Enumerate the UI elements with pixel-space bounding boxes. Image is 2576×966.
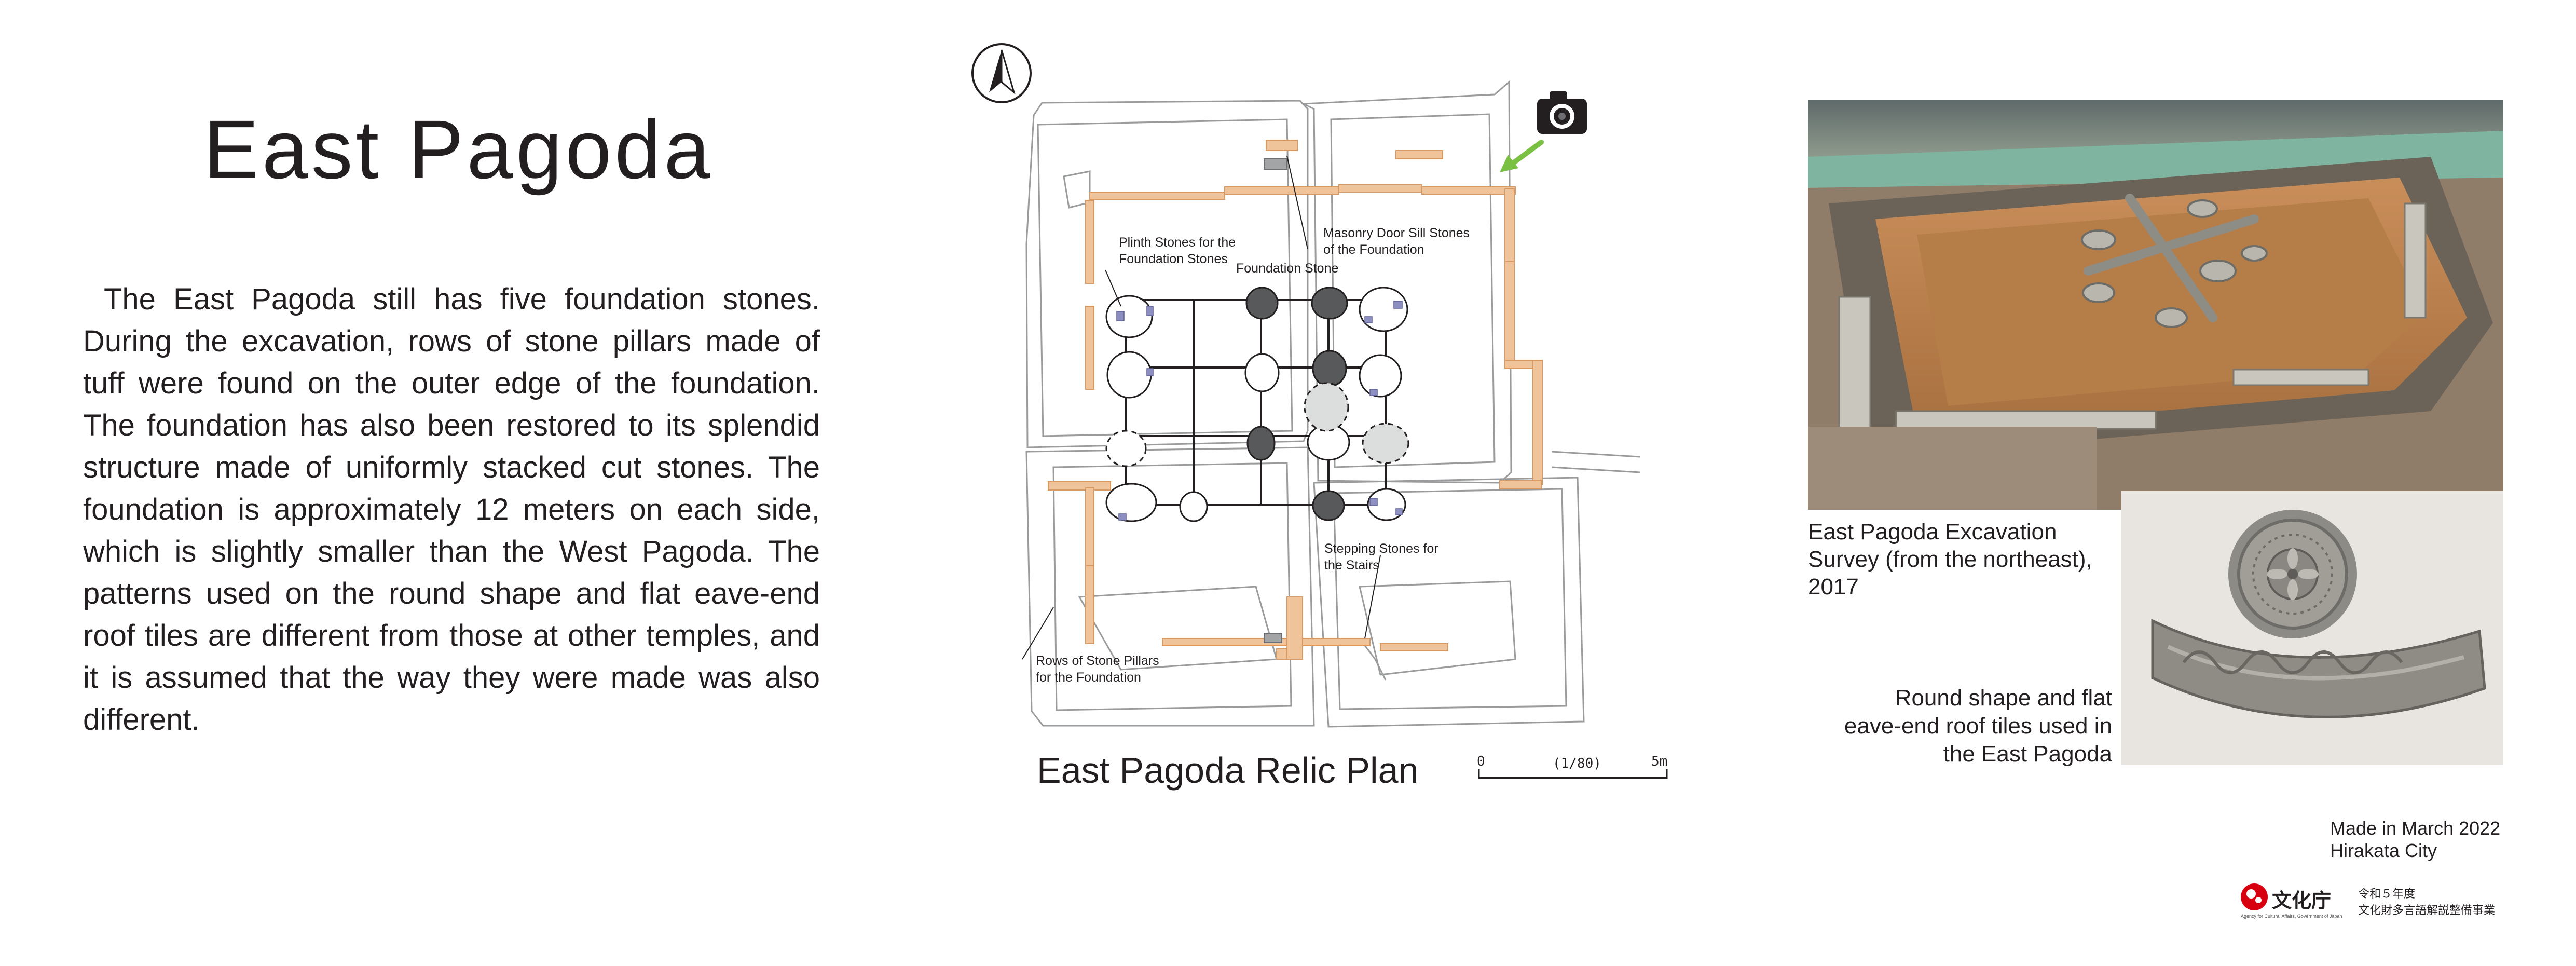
- roof-tiles-caption-line-2: eave-end roof tiles used in: [1844, 713, 2112, 739]
- page-title: East Pagoda: [203, 103, 714, 196]
- scale-bar: 0 (1/80) 5m: [1477, 754, 1674, 785]
- label-plinth-stones: Plinth Stones for the: [1119, 235, 1236, 250]
- scale-end: 5m: [1651, 754, 1668, 769]
- roof-tiles-photo: [2121, 491, 2503, 765]
- label-plinth-stones-2: Foundation Stones: [1119, 252, 1228, 266]
- scale-start: 0: [1477, 754, 1485, 769]
- plan-caption: East Pagoda Relic Plan: [1037, 750, 1419, 791]
- label-stepping-stones-2: the Stairs: [1324, 558, 1379, 573]
- roof-tiles-caption-line-1: Round shape and flat: [1895, 685, 2112, 711]
- excavation-caption-line-1: East Pagoda Excavation: [1808, 519, 2057, 545]
- credit: Made in March 2022 Hirakata City: [2330, 817, 2500, 862]
- camera-icon: [1537, 91, 1587, 134]
- agency-logo-subtitle: Agency for Cultural Affairs, Government …: [2241, 914, 2342, 919]
- view-direction-arrow-icon: [1500, 140, 1544, 172]
- label-stone-pillar-rows-2: for the Foundation: [1036, 670, 1141, 685]
- scale-ratio: (1/80): [1553, 756, 1601, 771]
- label-stone-pillar-rows: Rows of Stone Pillars: [1036, 654, 1159, 668]
- label-stepping-stones: Stepping Stones for: [1324, 541, 1438, 556]
- agency-logo-icon: [2241, 883, 2268, 910]
- excavation-photo: [1808, 100, 2503, 510]
- relic-plan-drawing: [971, 43, 1640, 728]
- project-year: 令和５年度: [2358, 887, 2416, 900]
- relic-plan: Plinth Stones for the Foundation Stones …: [965, 36, 1640, 737]
- agency-logo: 文化庁 Agency for Cultural Affairs, Governm…: [2240, 882, 2530, 924]
- label-masonry-door-sill-2: of the Foundation: [1323, 242, 1424, 257]
- label-masonry-door-sill: Masonry Door Sill Stones: [1323, 226, 1470, 240]
- credit-city: Hirakata City: [2330, 840, 2437, 861]
- agency-logo-text: 文化庁: [2272, 890, 2332, 912]
- roof-tiles-caption: Round shape and flat eave-end roof tiles…: [1796, 684, 2112, 768]
- excavation-caption: East Pagoda Excavation Survey (from the …: [1808, 518, 2150, 601]
- north-arrow-icon: [971, 43, 1032, 103]
- excavation-caption-line-3: 2017: [1808, 574, 1859, 600]
- round-tile: [2228, 510, 2357, 638]
- label-foundation-stone: Foundation Stone: [1236, 261, 1339, 276]
- credit-date: Made in March 2022: [2330, 818, 2501, 839]
- roof-tiles-caption-line-3: the East Pagoda: [1943, 741, 2112, 767]
- excavation-caption-line-2: Survey (from the northeast),: [1808, 547, 2092, 572]
- project-name: 文化財多言語解説整備事業: [2358, 904, 2496, 917]
- description-text: The East Pagoda still has five foundatio…: [83, 282, 820, 737]
- flat-eave-tile: [2151, 619, 2486, 718]
